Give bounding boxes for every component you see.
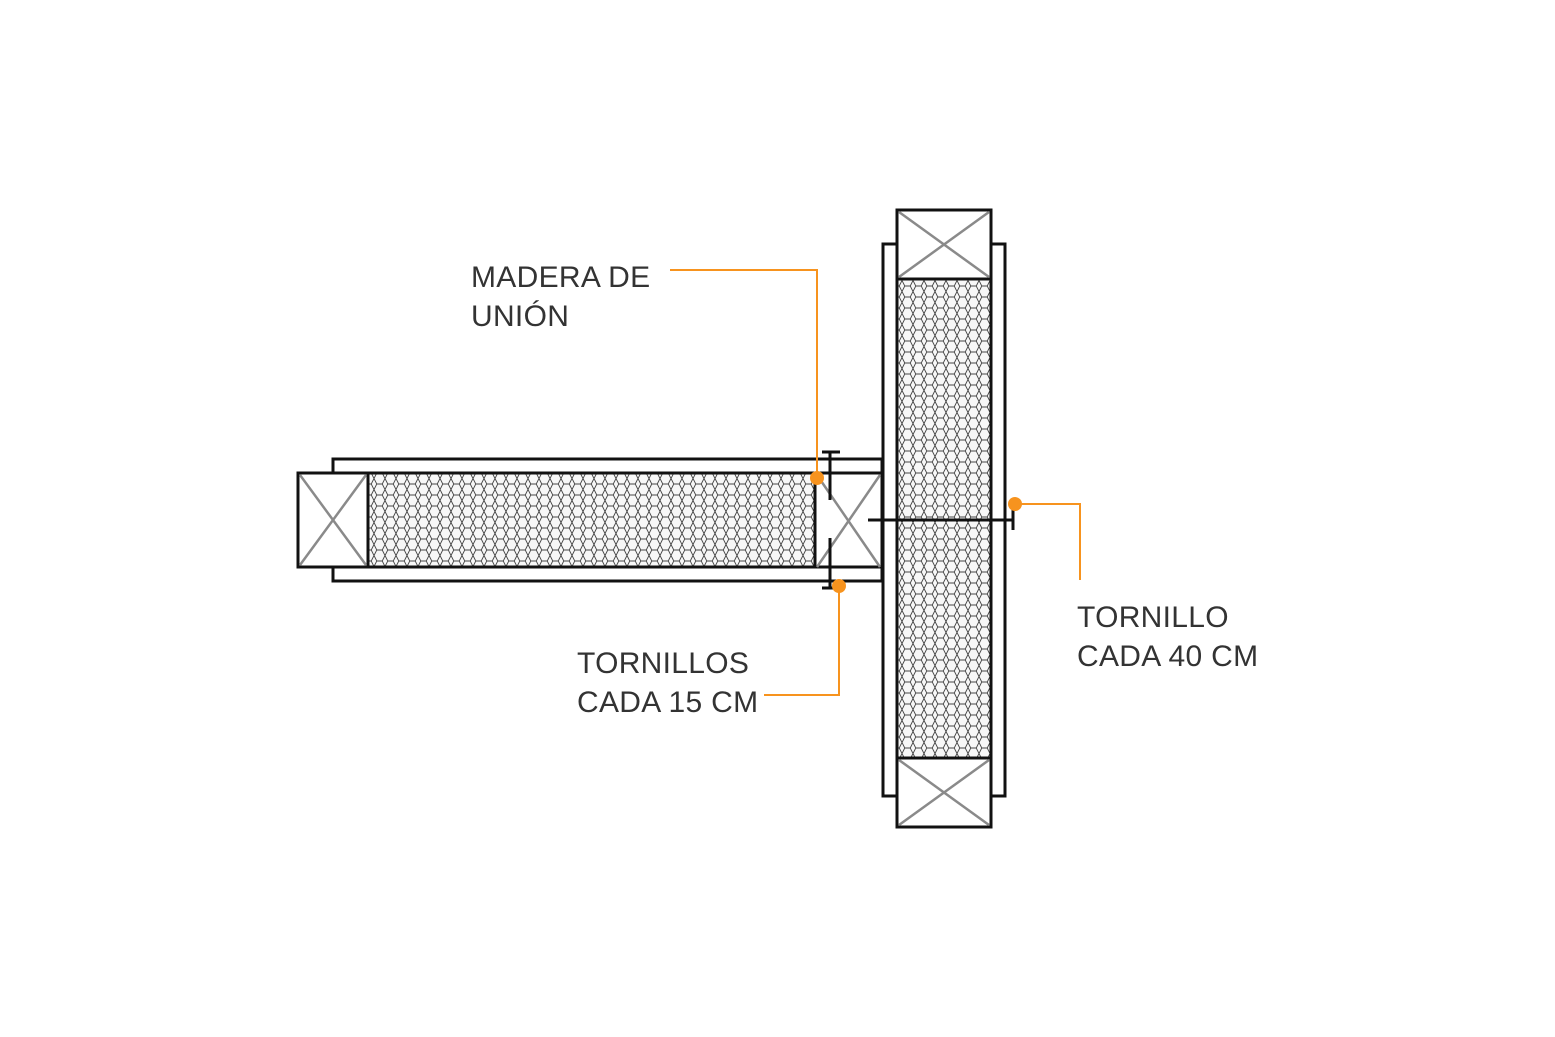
screw-through — [868, 508, 1015, 530]
horizontal-panel-core — [366, 471, 817, 569]
label-tornillo-40cm: TORNILLO CADA 40 CM — [1077, 598, 1258, 676]
horizontal-panel-top-skin — [331, 457, 884, 475]
callout-dot-madera — [810, 471, 824, 485]
label-line: UNIÓN — [471, 300, 570, 333]
label-line: TORNILLOS — [577, 647, 750, 680]
callout-dot-tornillo — [1008, 497, 1022, 511]
label-line: CADA 15 CM — [577, 686, 759, 719]
label-line: CADA 40 CM — [1077, 640, 1259, 673]
label-tornillos-15cm: TORNILLOS CADA 15 CM — [577, 644, 758, 722]
label-line: MADERA DE — [471, 261, 651, 294]
label-madera-de-union: MADERA DE UNIÓN — [471, 258, 650, 336]
label-line: TORNILLO — [1077, 601, 1229, 634]
screw-top — [822, 450, 840, 500]
horizontal-panel-bottom-skin — [331, 565, 884, 583]
callout-dot-tornillos — [832, 579, 846, 593]
